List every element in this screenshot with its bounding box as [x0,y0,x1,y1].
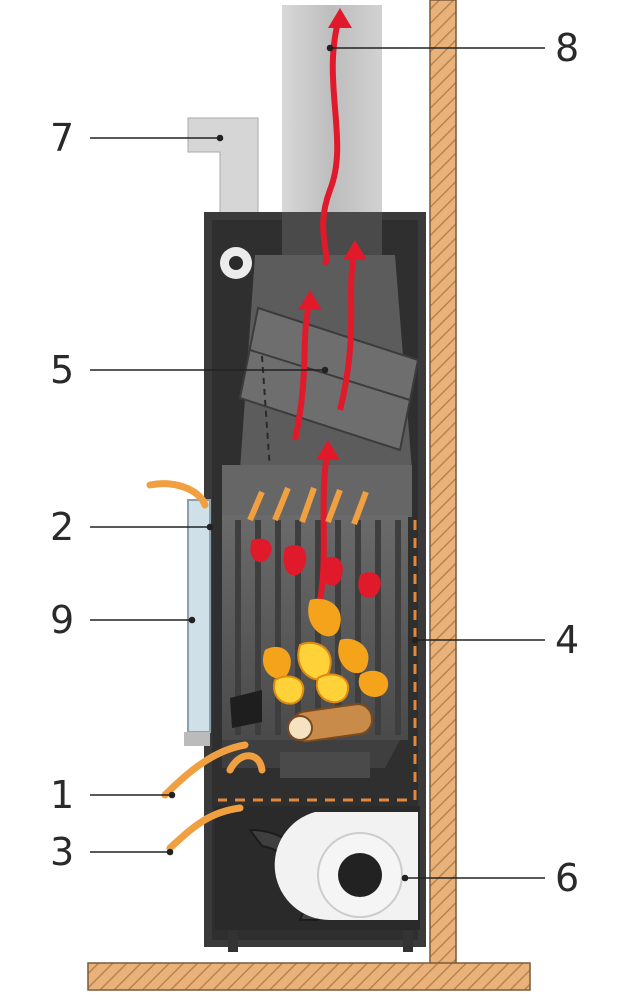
callout-5: 5 [50,348,74,392]
callout-4: 4 [555,618,579,662]
callout-3: 3 [50,830,74,874]
callout-7: 7 [50,116,74,160]
primary-air-arrows [146,480,266,852]
wall [87,0,531,991]
secondary-air-arrows [247,486,369,526]
callout-2: 2 [50,505,74,549]
callout-1: 1 [50,773,74,817]
callout-labels: 1 2 3 4 5 6 7 8 9 [50,26,579,900]
air-duct [187,117,259,216]
fire [230,538,389,743]
callout-8: 8 [555,26,579,70]
flue-gas-arrows [292,8,367,611]
logs [230,690,374,743]
stove-body [184,212,426,952]
callout-6: 6 [555,856,579,900]
leader-lines [90,44,545,882]
callout-9: 9 [50,598,74,642]
